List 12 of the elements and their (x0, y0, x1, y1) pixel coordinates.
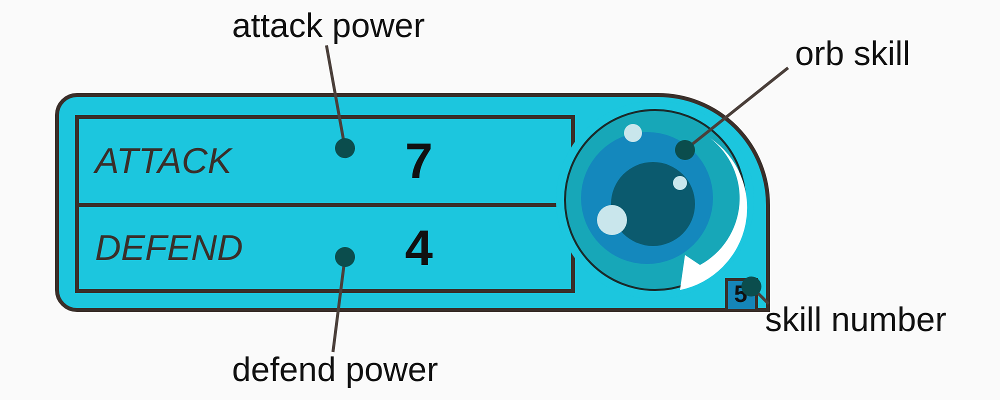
leader-line (331, 247, 355, 352)
stat-value: 4 (405, 219, 433, 277)
callout-label: attack power (232, 8, 425, 46)
leader-line (324, 45, 355, 158)
stat-label: ATTACK (95, 140, 234, 182)
leader-line (675, 66, 790, 160)
callout-label: orb skill (795, 36, 910, 74)
stat-value: 7 (405, 132, 433, 190)
leader-line (741, 276, 770, 305)
callout-label: skill number (765, 302, 946, 340)
callout-label: defend power (232, 352, 438, 390)
stat-label: DEFEND (95, 227, 244, 269)
